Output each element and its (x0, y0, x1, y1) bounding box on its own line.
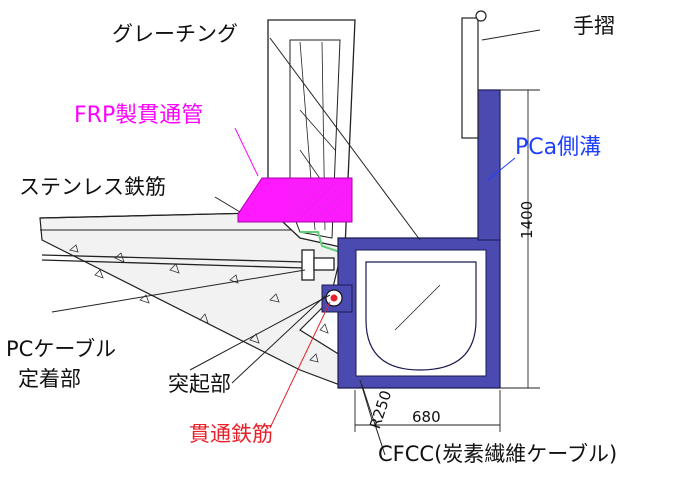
label-frp-pipe: FRP製貫通管 (74, 103, 204, 128)
aggregate-triangles (69, 244, 329, 363)
dimension-lines (354, 89, 540, 432)
label-bump: 突起部 (168, 372, 231, 396)
label-cfcc: CFCC(炭素繊維ケーブル) (378, 442, 618, 466)
handrail (461, 10, 487, 139)
dimension-height: 1400 (518, 200, 536, 239)
label-pc-cable-anchor-line1: PCケーブル (6, 337, 117, 361)
label-handrail: 手摺 (573, 14, 615, 38)
stainless-rebar (300, 231, 341, 253)
label-through-rebar: 貫通鉄筋 (189, 422, 273, 446)
leader-lines (51, 29, 541, 456)
dimension-width: 680 (412, 408, 441, 426)
frp-pipe (237, 177, 353, 223)
label-pc-cable-anchor-line2: 定着部 (18, 367, 81, 391)
label-grating: グレーチング (112, 22, 238, 46)
label-stainless-rebar: ステンレス鉄筋 (19, 175, 166, 199)
label-pca-gutter: PCa側溝 (515, 135, 602, 160)
bump (321, 284, 353, 313)
pc-cable (41, 249, 335, 281)
